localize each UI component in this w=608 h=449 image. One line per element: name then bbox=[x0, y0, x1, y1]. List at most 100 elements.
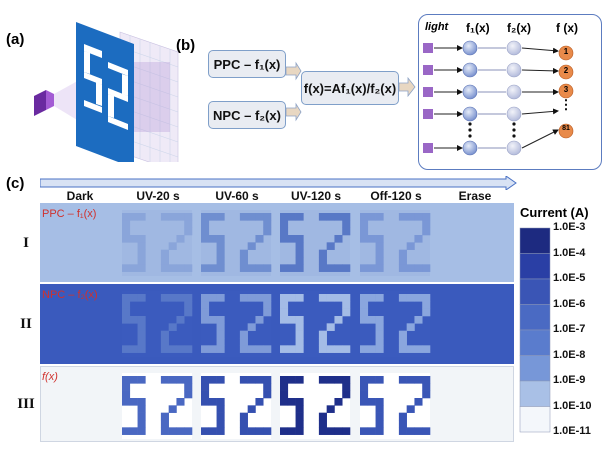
pattern-pixel bbox=[342, 427, 351, 435]
pattern-pixel bbox=[201, 308, 210, 317]
pattern-pixel bbox=[334, 398, 343, 406]
pattern-pixel bbox=[216, 294, 225, 302]
pattern-pixel bbox=[160, 427, 169, 435]
pattern-pixel bbox=[137, 345, 146, 353]
pattern-pixel bbox=[239, 264, 248, 272]
pattern-pixel bbox=[239, 345, 248, 353]
pattern-pixel bbox=[295, 398, 304, 406]
pattern-pixel bbox=[326, 242, 335, 250]
pattern-pixel bbox=[360, 301, 369, 309]
pattern-pixel bbox=[137, 213, 146, 221]
colorbar-tick-label: 1.0E-4 bbox=[553, 246, 586, 259]
pattern-pixel bbox=[160, 294, 169, 302]
pattern-pixel bbox=[137, 249, 146, 258]
pattern-pixel bbox=[255, 398, 264, 406]
pattern-pixel bbox=[137, 376, 146, 384]
pattern-pixel bbox=[280, 316, 289, 324]
pattern-pixel bbox=[422, 390, 431, 399]
pattern-pixel bbox=[318, 427, 327, 435]
pattern-pixel bbox=[129, 316, 138, 324]
pattern-pixel bbox=[280, 427, 289, 435]
colorbar-tick-label: 1.0E-5 bbox=[553, 272, 586, 284]
pattern-pixel bbox=[422, 345, 431, 353]
pattern-pixel bbox=[406, 405, 415, 413]
pattern-pixel bbox=[263, 383, 272, 391]
pattern-pixel bbox=[280, 213, 289, 221]
column-header-erase: Erase bbox=[458, 189, 492, 203]
pattern-pixel bbox=[375, 235, 384, 243]
pattern-pixel bbox=[398, 249, 407, 258]
pattern-pixel bbox=[160, 330, 169, 339]
pattern-pixel bbox=[201, 383, 210, 391]
colorbar-segment bbox=[519, 227, 551, 254]
pattern-pixel bbox=[255, 427, 264, 435]
row-numeral-ii: II bbox=[20, 316, 32, 332]
pattern-pixel bbox=[422, 308, 431, 317]
pattern-pixel bbox=[280, 264, 289, 272]
pattern-pixel bbox=[160, 257, 169, 265]
pattern-pixel bbox=[360, 220, 369, 228]
pattern-pixel bbox=[422, 227, 431, 236]
pattern-pixel bbox=[184, 220, 193, 228]
pattern-pixel bbox=[295, 235, 304, 243]
pattern-pixel bbox=[406, 323, 415, 331]
pattern-pixel bbox=[406, 264, 415, 272]
panel-c-label: (c) bbox=[6, 175, 25, 192]
colorbar-tick-label: 1.0E-11 bbox=[553, 425, 591, 437]
pattern-pixel bbox=[367, 376, 376, 384]
pattern-pixel bbox=[422, 427, 431, 435]
output-ellipsis: ⋮ bbox=[559, 97, 573, 112]
pattern-pixel bbox=[176, 316, 185, 324]
pattern-pixel bbox=[129, 345, 138, 353]
pattern-pixel bbox=[263, 227, 272, 236]
pattern-pixel bbox=[375, 420, 384, 428]
pattern-pixel bbox=[422, 213, 431, 221]
pattern-pixel bbox=[398, 427, 407, 435]
pattern-pixel bbox=[295, 345, 304, 353]
pattern-pixel bbox=[375, 338, 384, 346]
pattern-pixel bbox=[137, 420, 146, 428]
pattern-pixel bbox=[216, 264, 225, 272]
pattern-pixel bbox=[414, 235, 423, 243]
pattern-pixel bbox=[201, 316, 210, 324]
pattern-pixel bbox=[406, 213, 415, 221]
pattern-pixel bbox=[201, 398, 210, 406]
f-column-label: f (x) bbox=[556, 21, 578, 35]
pattern-pixel bbox=[375, 249, 384, 258]
light-source-icon bbox=[34, 90, 46, 116]
pattern-pixel bbox=[360, 235, 369, 243]
pattern-pixel bbox=[137, 405, 146, 413]
pattern-pixel bbox=[247, 213, 256, 221]
pattern-pixel bbox=[422, 383, 431, 391]
pattern-pixel bbox=[208, 345, 217, 353]
row-numeral-i: I bbox=[23, 235, 29, 251]
colorbar-tick-label: 1.0E-6 bbox=[553, 297, 586, 310]
pattern-pixel bbox=[168, 376, 177, 384]
pattern-pixel bbox=[216, 376, 225, 384]
pattern-pixel bbox=[160, 338, 169, 346]
pattern-pixel bbox=[367, 316, 376, 324]
pattern-pixel bbox=[398, 330, 407, 339]
pattern-pixel bbox=[208, 376, 217, 384]
pattern-pixel bbox=[201, 213, 210, 221]
panel-a-illustration bbox=[34, 22, 179, 162]
pattern-pixel bbox=[208, 294, 217, 302]
pattern-pixel bbox=[208, 427, 217, 435]
pattern-pixel bbox=[239, 420, 248, 428]
colorbar-segment bbox=[519, 355, 551, 382]
pattern-pixel bbox=[280, 220, 289, 228]
pattern-pixel bbox=[137, 316, 146, 324]
pattern-pixel bbox=[176, 294, 185, 302]
pattern-pixel bbox=[216, 427, 225, 435]
pattern-pixel bbox=[360, 264, 369, 272]
pattern-pixel bbox=[398, 338, 407, 346]
pattern-pixel bbox=[176, 264, 185, 272]
pattern-pixel bbox=[367, 213, 376, 221]
pattern-pixel bbox=[208, 398, 217, 406]
panel-b-arrows bbox=[285, 61, 416, 122]
pattern-pixel bbox=[176, 345, 185, 353]
pattern-pixel bbox=[168, 323, 177, 331]
f2-column-label: f₂(x) bbox=[507, 21, 531, 35]
pattern-pixel bbox=[137, 257, 146, 265]
pattern-pixel bbox=[247, 427, 256, 435]
